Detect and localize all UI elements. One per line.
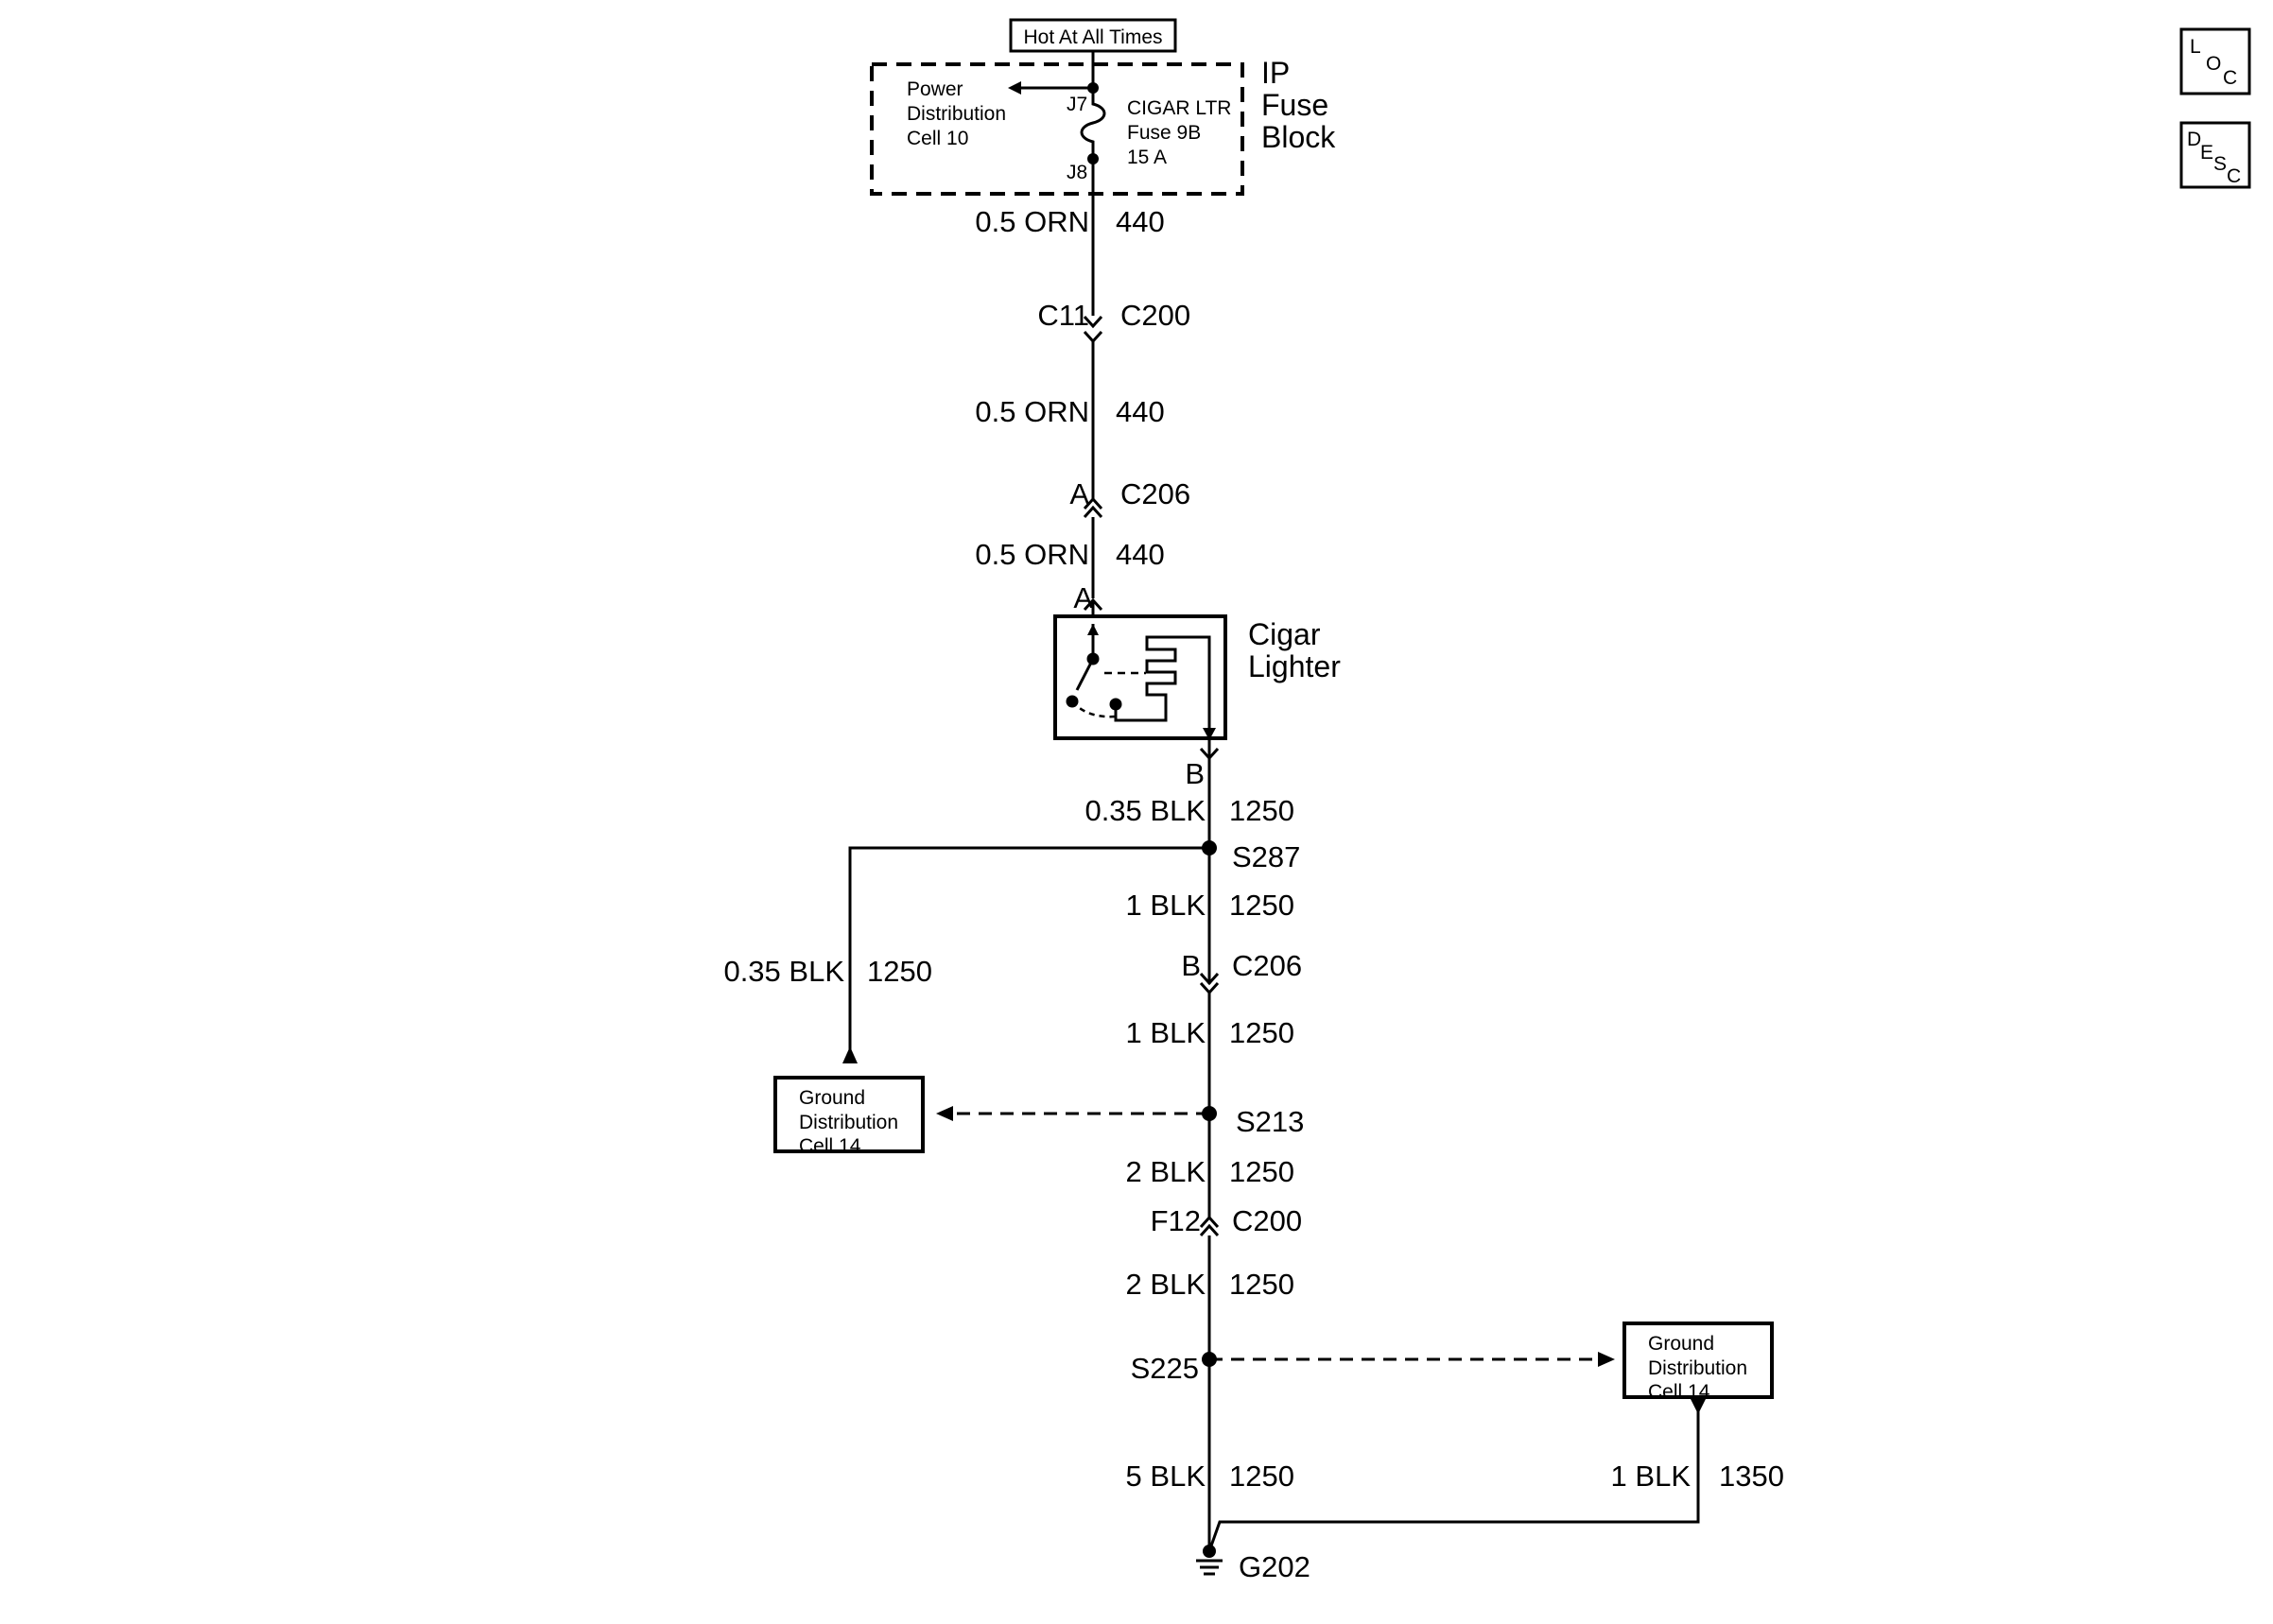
desc-letter-e: E <box>2200 142 2213 164</box>
loc-letter-l: L <box>2190 36 2201 58</box>
desc-letter-s: S <box>2213 153 2227 175</box>
connector-c200-f12-name: C200 <box>1232 1204 1302 1237</box>
cigar-ltr-fuse-icon <box>1080 88 1106 159</box>
ground-distribution-right-box <box>1622 1322 1774 1399</box>
desc-letter-d: D <box>2187 129 2201 150</box>
wire-11-gauge-color: 1 BLK <box>1611 1460 1692 1493</box>
wire-7-circuit: 1250 <box>1229 1016 1294 1049</box>
power-distribution-line2: Distribution <box>907 103 1006 125</box>
connector-c206-b-name: C206 <box>1232 949 1302 982</box>
wire-1-gauge-color: 0.5 ORN <box>975 205 1089 238</box>
fuse-name-line1: CIGAR LTR <box>1127 97 1231 119</box>
connector-c200-name: C200 <box>1120 299 1190 332</box>
splice-s287-label: S287 <box>1232 840 1300 873</box>
ground-g202-label: G202 <box>1239 1550 1310 1583</box>
lighter-dashed-link-lower <box>1071 700 1117 718</box>
desc-button[interactable]: D E S C <box>2187 129 2241 187</box>
connector-c206-a-pin: A <box>1069 477 1089 510</box>
splice-s225-label: S225 <box>1131 1352 1199 1385</box>
ground-distribution-left-box <box>773 1076 925 1153</box>
wire-2-circuit: 440 <box>1116 395 1165 428</box>
connector-c206-a-upper-icon <box>1083 496 1103 510</box>
wire-3-gauge-color: 0.5 ORN <box>975 538 1089 571</box>
connector-c200-f12-upper-icon <box>1199 1215 1220 1229</box>
component-name-line2: Lighter <box>1248 649 1341 683</box>
fuse-name-line2: Fuse 9B <box>1127 122 1201 144</box>
splice-s213-label: S213 <box>1236 1105 1304 1138</box>
lighter-connector-a-pin: A <box>1073 581 1093 614</box>
fuse-pin-j8: J8 <box>1067 162 1087 183</box>
component-name-line1: Cigar <box>1248 617 1321 651</box>
connector-c206-b-upper-icon <box>1199 972 1220 986</box>
wire-5-circuit: 1250 <box>1229 889 1294 922</box>
ground-distribution-left-line1: Ground <box>799 1087 865 1109</box>
power-distribution-line3: Cell 10 <box>907 128 968 149</box>
loc-button[interactable]: L O C <box>2190 36 2237 89</box>
wire-8-gauge-color: 2 BLK <box>1126 1155 1206 1188</box>
wire-9-circuit: 1250 <box>1229 1268 1294 1301</box>
wire-10-gauge-color: 5 BLK <box>1126 1460 1206 1493</box>
wire-4-circuit: 1250 <box>1229 794 1294 827</box>
ground-distribution-right-line1: Ground <box>1648 1333 1714 1355</box>
loc-letter-c: C <box>2223 67 2237 89</box>
ip-fuse-block-outline <box>870 62 1244 196</box>
wire-6-gauge-color: 0.35 BLK <box>723 955 844 988</box>
lighter-output-arrowhead <box>1203 728 1216 740</box>
lighter-heating-element-icon <box>1114 635 1211 738</box>
s225-reference-arrowhead <box>1598 1352 1615 1367</box>
wire-6-circuit: 1250 <box>867 955 932 988</box>
cigar-lighter-box <box>1053 614 1227 740</box>
connector-c206-a-lower-icon <box>1083 505 1103 519</box>
connector-c206-a-name: C206 <box>1120 477 1190 510</box>
connector-c200-male-icon <box>1083 315 1103 329</box>
wire-7-gauge-color: 1 BLK <box>1126 1016 1206 1049</box>
lighter-switch-arm <box>1075 658 1095 691</box>
ground-g202-dot <box>1203 1545 1216 1558</box>
wire-1350 <box>1207 1399 1700 1552</box>
connector-c200-pin: C11 <box>1037 299 1089 332</box>
connector-c200-f12-pin: F12 <box>1151 1204 1201 1237</box>
power-distribution-arrowhead <box>1008 81 1021 95</box>
fuse-block-title-line2: Fuse <box>1261 88 1328 122</box>
power-distribution-line1: Power <box>907 78 963 100</box>
wire-1250-branch-left <box>848 846 1209 1059</box>
hot-at-all-times-label: Hot At All Times <box>1023 26 1162 48</box>
wire-8-circuit: 1250 <box>1229 1155 1294 1188</box>
wire-3-circuit: 440 <box>1116 538 1165 571</box>
wire-10-circuit: 1250 <box>1229 1460 1294 1493</box>
fuse-block-title-line1: IP <box>1261 56 1290 90</box>
ground-distribution-right-line2: Distribution <box>1648 1357 1747 1379</box>
loc-letter-o: O <box>2206 53 2221 75</box>
connector-c200-female-icon <box>1083 330 1103 344</box>
ground-distribution-right-line3: Cell 14 <box>1648 1381 1710 1403</box>
fuse-block-title-line3: Block <box>1261 120 1336 154</box>
ground-distribution-left-line3: Cell 14 <box>799 1135 861 1157</box>
wire-2-gauge-color: 0.5 ORN <box>975 395 1089 428</box>
lighter-connector-b-pin: B <box>1185 757 1205 790</box>
connector-c206-b-pin: B <box>1181 949 1201 982</box>
fuse-pin-j7: J7 <box>1067 94 1087 115</box>
connector-c200-f12-lower-icon <box>1199 1223 1220 1237</box>
desc-button-frame[interactable] <box>2179 121 2251 189</box>
loc-button-frame[interactable] <box>2179 27 2251 95</box>
fuse-name-line3: 15 A <box>1127 147 1167 168</box>
desc-letter-c: C <box>2227 165 2241 187</box>
wire-4-gauge-color: 0.35 BLK <box>1084 794 1206 827</box>
ground-distribution-left-line2: Distribution <box>799 1112 898 1133</box>
branch-left-arrowhead <box>842 1046 858 1063</box>
wire-9-gauge-color: 2 BLK <box>1126 1268 1206 1301</box>
s213-reference-arrowhead <box>936 1106 953 1121</box>
wire-1-circuit: 440 <box>1116 205 1165 238</box>
wire-5-gauge-color: 1 BLK <box>1126 889 1206 922</box>
wire-11-circuit: 1350 <box>1719 1460 1784 1493</box>
